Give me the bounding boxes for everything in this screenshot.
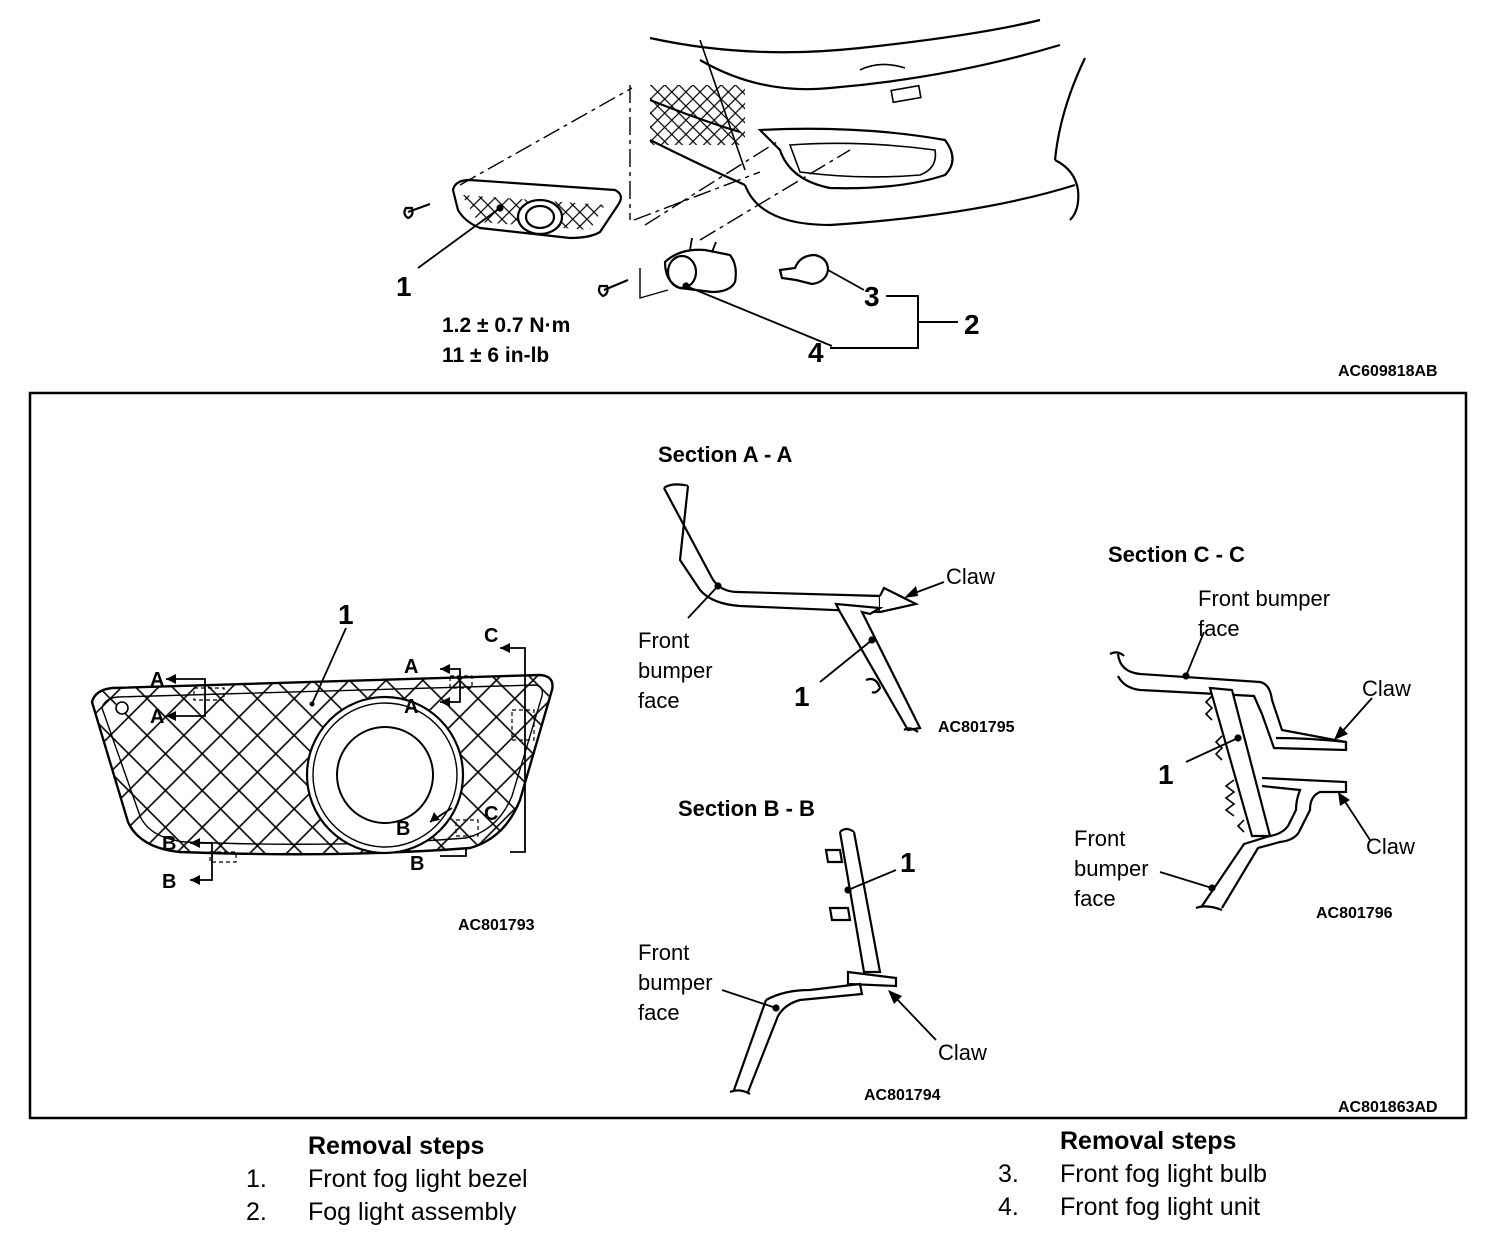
section-c-face-3: face [1074,886,1116,911]
bezel-figure-id: AC801793 [458,917,535,934]
marker-a-1: A [150,669,164,691]
section-c-face-2: bumper [1074,856,1149,881]
section-c-face-top-1: Front bumper [1198,586,1330,611]
callout-4: 4 [808,337,824,368]
marker-a-4: A [404,696,418,718]
section-a-face-2: bumper [638,658,713,683]
marker-b-4: B [162,871,176,893]
section-b-labels: Section B - B 1 Front bumper face Claw A… [638,796,987,1104]
section-c-face-1: Front [1074,826,1125,851]
removal-header-right: Removal steps [1060,1127,1237,1155]
section-a-claw: Claw [946,564,995,589]
section-b-claw: Claw [938,1040,987,1065]
section-b-b [721,827,937,1095]
torque-imperial: 11 ± 6 in-lb [442,344,549,367]
section-b-face-2: bumper [638,970,713,995]
top-exploded-view [403,18,1086,349]
list-item: 4. Front fog light unit [998,1191,1267,1224]
top-labels: 1 3 2 4 1.2 ± 0.7 N·m 11 ± 6 in-lb AC609… [396,271,1438,380]
lower-grille [650,85,745,145]
bumper-side [649,139,746,187]
bezel-labels: 1 A A A A C C B B B B AC801793 [150,599,535,934]
section-c-face-top-2: face [1198,616,1240,641]
frame-figure-id: AC801863AD [1338,1099,1438,1116]
bumper-mid-edge [699,43,1061,91]
detail-frame [28,391,1468,1120]
marker-c-1: C [484,625,498,647]
step-number: 2. [246,1198,267,1226]
removal-steps-right: Removal steps 3. Front fog light bulb 4.… [998,1125,1267,1224]
section-a-face-3: face [638,688,680,713]
bezel-small [451,178,622,240]
section-b-callout: 1 [900,847,916,878]
section-c-c [1109,631,1373,912]
list-item: 3. Front fog light bulb [998,1158,1267,1191]
top-figure-id: AC609818AB [1338,363,1438,380]
step-label: Front fog light unit [1060,1193,1261,1221]
bulb [778,253,830,286]
bumper-lip [1054,159,1080,221]
section-c-claw-bottom: Claw [1366,834,1415,859]
section-c-figure-id: AC801796 [1316,905,1393,922]
step-number: 3. [998,1160,1019,1188]
bumper-upper-edge [649,18,1041,54]
section-b-face-3: face [638,1000,680,1025]
bumper-lower-edge [743,183,1076,227]
list-item: 1. Front fog light bezel [246,1163,528,1196]
section-a-callout: 1 [794,681,810,712]
torque-metric: 1.2 ± 0.7 N·m [442,314,570,337]
section-a-a [663,483,945,733]
marker-c-2: C [484,803,498,825]
step-label: Front fog light bezel [308,1165,528,1193]
section-b-face-1: Front [638,940,689,965]
marker-b-2: B [410,853,424,875]
marker-b-3: B [162,833,176,855]
step-label: Front fog light bulb [1060,1160,1268,1188]
section-c-title: Section C - C [1108,542,1245,567]
section-a-figure-id: AC801795 [938,719,1015,736]
section-c-labels: Section C - C Front bumper face Claw 1 C… [1074,542,1415,922]
callout-3: 3 [864,281,880,312]
bumper-opening [757,127,954,190]
section-a-labels: Section A - A Claw Front bumper face 1 A… [638,442,1015,736]
bumper-curve [1053,57,1086,161]
step-number: 4. [998,1193,1019,1221]
bumper-opening-inner [788,142,937,178]
bezel-callout-1: 1 [338,599,354,630]
marker-a-2: A [150,706,164,728]
marker-a-3: A [404,656,418,678]
list-item: 2. Fog light assembly [246,1196,528,1229]
section-c-callout: 1 [1158,759,1174,790]
section-b-title: Section B - B [678,796,815,821]
section-a-title: Section A - A [658,442,793,467]
section-c-claw-top: Claw [1362,676,1411,701]
bezel-view [90,627,554,885]
callout-2: 2 [964,309,980,340]
step-label: Fog light assembly [308,1198,517,1226]
marker-b-1: B [396,818,410,840]
section-a-face-1: Front [638,628,689,653]
callout-1: 1 [396,271,412,302]
removal-steps-left: Removal steps 1. Front fog light bezel 2… [246,1130,528,1229]
section-b-figure-id: AC801794 [864,1087,941,1104]
step-number: 1. [246,1165,267,1193]
removal-header-left: Removal steps [308,1132,485,1160]
